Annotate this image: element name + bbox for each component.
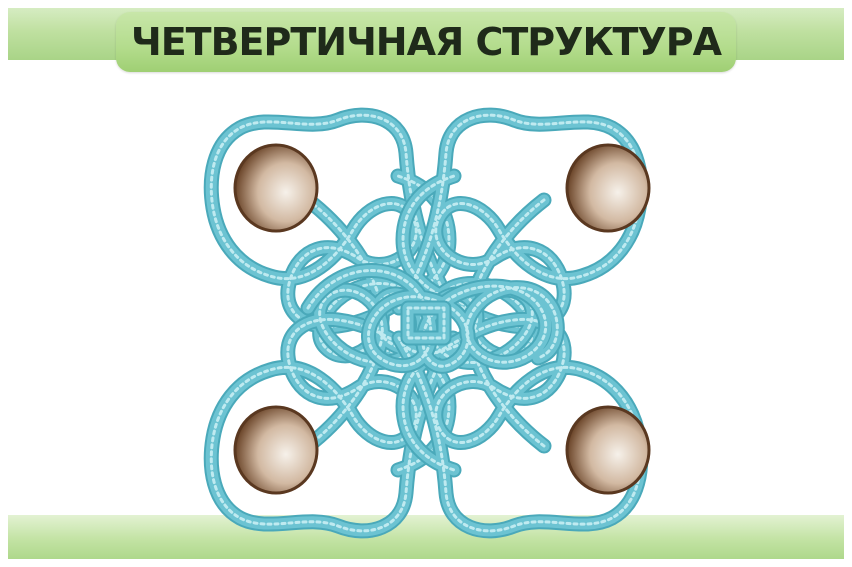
- subunit-bottom-left: [211, 290, 453, 531]
- heme-bottom-left-icon: [235, 407, 317, 493]
- slide: ЧЕТВЕРТИЧНАЯ СТРУКТУРА: [8, 8, 844, 559]
- heme-top-left-icon: [235, 145, 317, 231]
- quaternary-structure-diagram: [8, 8, 844, 559]
- heme-top-right-icon: [567, 145, 649, 231]
- heme-bottom-right-icon: [567, 407, 649, 493]
